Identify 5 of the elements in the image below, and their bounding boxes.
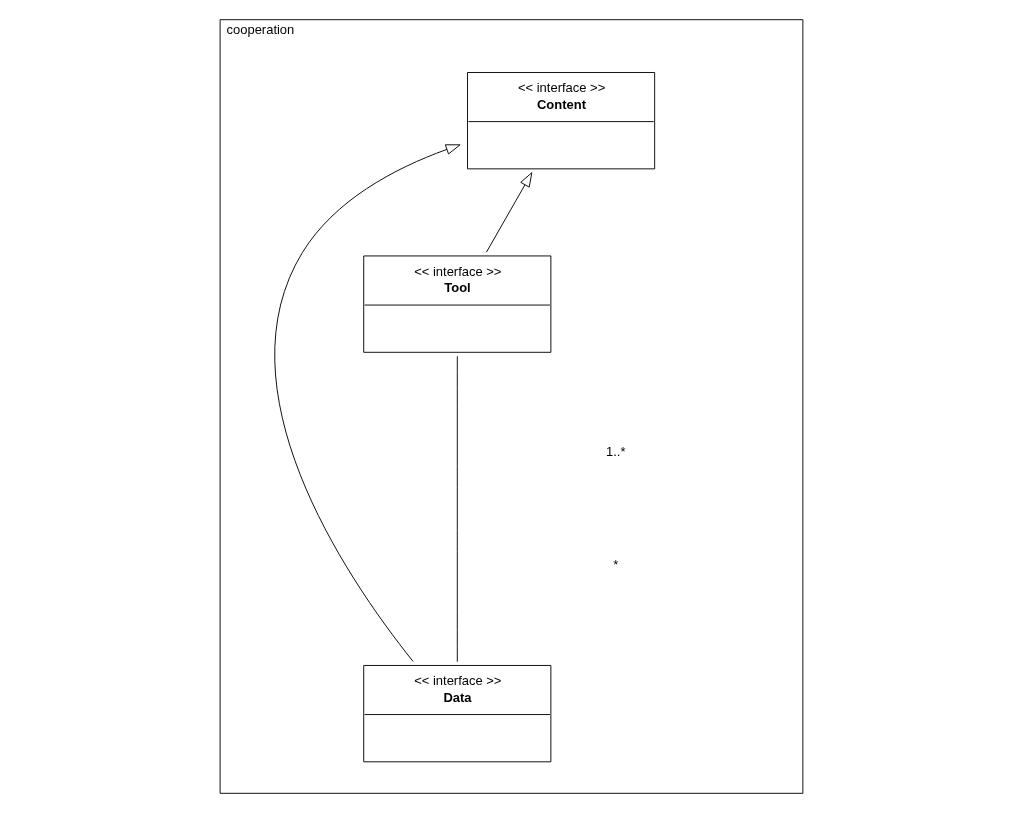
label: * xyxy=(613,556,619,572)
arrow xyxy=(274,144,461,662)
connector xyxy=(456,355,458,663)
label: 1..* xyxy=(606,443,626,459)
arrow xyxy=(485,172,533,253)
